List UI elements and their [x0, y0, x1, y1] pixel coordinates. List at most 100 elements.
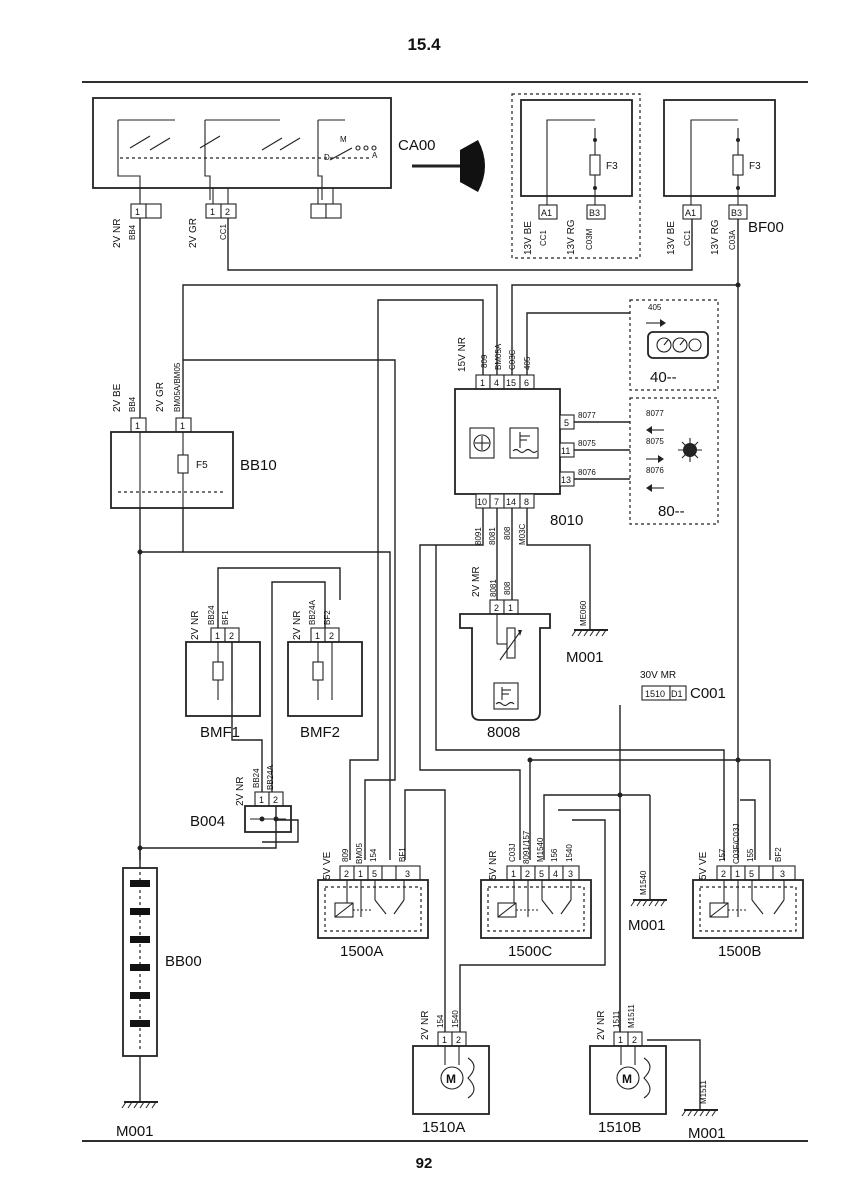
pin-label: 3: [405, 869, 410, 879]
wire-c03a: C03A: [728, 229, 737, 250]
label-1500c: 1500C: [508, 943, 552, 960]
conn-ca00-left: 2V NR: [112, 219, 123, 248]
label-bmf2: BMF2: [300, 724, 340, 741]
ground-me060: [571, 629, 608, 637]
pin-label: 2: [229, 631, 234, 641]
wire-156: 156: [550, 848, 559, 862]
pin-label: 1: [442, 1035, 447, 1045]
wire-405-a: 405: [523, 356, 532, 370]
wire-c03j: C03J: [508, 843, 517, 862]
pin-label: 1: [480, 378, 485, 388]
pin-label: A1: [541, 208, 552, 218]
label-1510a: 1510A: [422, 1119, 465, 1136]
wire-me060: ME060: [579, 600, 588, 626]
wire-809-a: 809: [480, 354, 489, 368]
conn-bb10-left: 2V BE: [112, 383, 123, 412]
battery-bb00: [122, 848, 158, 1102]
wire-1540-a: 1540: [565, 844, 574, 862]
conn-f3a-rg: 13V RG: [566, 219, 577, 255]
wire-bb24a-a: BB24A: [308, 599, 317, 625]
wire-8076-a: 8076: [578, 468, 596, 477]
module-8010: 1 4 15 6 5 11 13 10 7 14 8: [454, 374, 630, 509]
ignition-switch-ca00: D M A 1 1 2: [92, 97, 392, 219]
pin-label: 14: [506, 497, 516, 507]
pin-label: 2: [721, 869, 726, 879]
wire-c03m: C03M: [585, 228, 594, 250]
connector-c001: 1510 D1: [641, 685, 687, 701]
fan-unit-80: 8077 8075 8076: [629, 397, 719, 525]
conn-1500b: 5V VE: [698, 851, 709, 880]
wire-bm05: BM05: [355, 843, 364, 864]
wire-405-b: 405: [648, 303, 662, 312]
wires: [139, 218, 771, 1110]
pin-label: 10: [477, 497, 487, 507]
label-m001-b: M001: [116, 1123, 154, 1140]
pin-label: 7: [494, 497, 499, 507]
pin-label: 1: [315, 631, 320, 641]
fan-motor-1510b: 1 2 M: [589, 1031, 667, 1115]
wire-bf2-a: BF2: [323, 610, 332, 625]
wire-c03c: C03C: [508, 349, 517, 370]
ground-m1511: [681, 1109, 718, 1117]
pin-label: 1: [511, 869, 516, 879]
motor-icon: M: [616, 1057, 651, 1099]
wire-bf1-b: BF1: [398, 847, 407, 862]
pin-label: 1: [210, 207, 215, 217]
conn-b004: 2V NR: [235, 777, 246, 806]
ground-m1540: [630, 899, 667, 907]
instrument-panel-40: 405: [629, 299, 719, 391]
pin-label: 2: [273, 795, 278, 805]
wire-bb24-a: BB24: [207, 605, 216, 625]
label-1500a: 1500A: [340, 943, 383, 960]
wire-bb4-top: BB4: [128, 224, 137, 240]
page-number: 92: [416, 1155, 433, 1172]
pin-label: 1: [259, 795, 264, 805]
wire-bb24-b: BB24: [252, 768, 261, 788]
pin-label: 15: [506, 378, 516, 388]
pin-label: 1: [135, 207, 140, 217]
wire-154-b: 154: [436, 1014, 445, 1028]
label-f3-a: F3: [606, 161, 618, 172]
junction-dots: [137, 282, 741, 851]
wire-m1540-b: M1540: [639, 870, 648, 895]
pin-label: 5: [749, 869, 754, 879]
conn-bf00-be: 13V BE: [666, 221, 677, 255]
label-f5: F5: [196, 460, 208, 471]
conn-ca00-mid: 2V GR: [188, 218, 199, 248]
wire-8077-b: 8077: [646, 409, 664, 418]
relay-1500a: 2 1 5 3: [317, 865, 429, 939]
label-f3-b: F3: [749, 161, 761, 172]
pin-label: 3: [568, 869, 573, 879]
connector-b004: 1 2: [244, 791, 292, 833]
wire-cc1-a: CC1: [539, 229, 548, 246]
label-40: 40--: [650, 369, 677, 386]
coolant-temp-icon: [509, 427, 539, 459]
fan-motor-1510a: 1 2 M: [412, 1031, 490, 1115]
pin-label: 1: [358, 869, 363, 879]
pin-label: 1: [618, 1035, 623, 1045]
label-80: 80--: [658, 503, 685, 520]
label-m001-a: M001: [566, 649, 604, 666]
label-8008: 8008: [487, 724, 520, 741]
switch-pos-a: A: [372, 151, 378, 160]
wire-1510: 1510: [645, 689, 665, 699]
pin-label: 1: [135, 421, 140, 431]
switch-pos-m: M: [340, 135, 347, 144]
conn-bmf1: 2V NR: [190, 611, 201, 640]
conn-1500c: 5V NR: [488, 851, 499, 880]
label-m001-c: M001: [628, 917, 666, 934]
label-bb10: BB10: [240, 457, 277, 474]
relay-icon: [469, 427, 495, 459]
wire-bf2-b: BF2: [774, 847, 783, 862]
wire-m1511-b: M1511: [699, 1080, 708, 1104]
pin-label: 11: [561, 446, 570, 456]
pin-label: 5: [564, 418, 569, 428]
wire-m1540-a: M1540: [536, 837, 545, 862]
wire-1511: 1511: [612, 1010, 621, 1028]
conn-8008: 2V MR: [471, 566, 482, 597]
pin-label: 5: [372, 869, 377, 879]
label-bmf1: BMF1: [200, 724, 240, 741]
wire-8081-b: 8081: [489, 579, 498, 597]
wire-bb24a-b: BB24A: [266, 764, 275, 790]
